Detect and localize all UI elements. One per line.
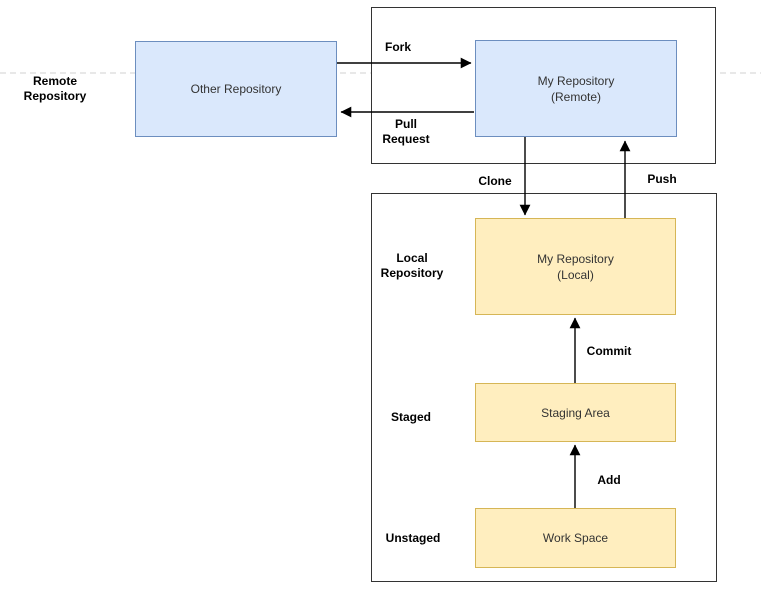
staged-lane-label: Staged	[390, 410, 431, 424]
local-repository-lane-label-line1: Local	[396, 251, 428, 265]
clone-arrow-label: Clone	[478, 174, 512, 188]
remote-repository-lane-label-line1: Remote	[32, 74, 77, 88]
add-arrow-label: Add	[597, 473, 621, 487]
my-repository-remote-label-line1: My Repository	[537, 73, 615, 88]
staging-area-node[interactable]: Staging Area	[475, 383, 676, 442]
commit-arrow-label: Commit	[586, 344, 632, 358]
work-space-label: Work Space	[542, 531, 609, 545]
unstaged-lane-label: Unstaged	[385, 531, 441, 545]
my-repository-remote-node[interactable]: My Repository (Remote)	[475, 40, 677, 137]
remote-repository-lane-label-line2: Repository	[23, 89, 87, 103]
staging-area-label: Staging Area	[541, 405, 610, 420]
my-repository-local-label-line1: My Repository	[537, 251, 614, 266]
work-space-node[interactable]: Work Space	[475, 508, 676, 568]
local-repository-lane-label-line2: Repository	[380, 266, 444, 280]
pull-request-arrow-label-line2: Request	[382, 132, 430, 146]
my-repository-remote-label-line2: (Remote)	[550, 89, 601, 104]
other-repository-label: Other Repository	[190, 82, 282, 96]
other-repository-node[interactable]: Other Repository	[135, 41, 337, 137]
fork-arrow-label: Fork	[385, 40, 412, 54]
my-repository-local-label-line2: (Local)	[557, 267, 594, 282]
my-repository-local-node[interactable]: My Repository (Local)	[475, 218, 676, 315]
local-repository-lane-label: Local Repository	[372, 251, 452, 281]
push-arrow-label: Push	[647, 172, 677, 186]
pull-request-arrow-label: Pull Request	[370, 117, 442, 147]
remote-repository-lane-label: Remote Repository	[10, 74, 100, 104]
pull-request-arrow-label-line1: Pull	[394, 117, 417, 131]
